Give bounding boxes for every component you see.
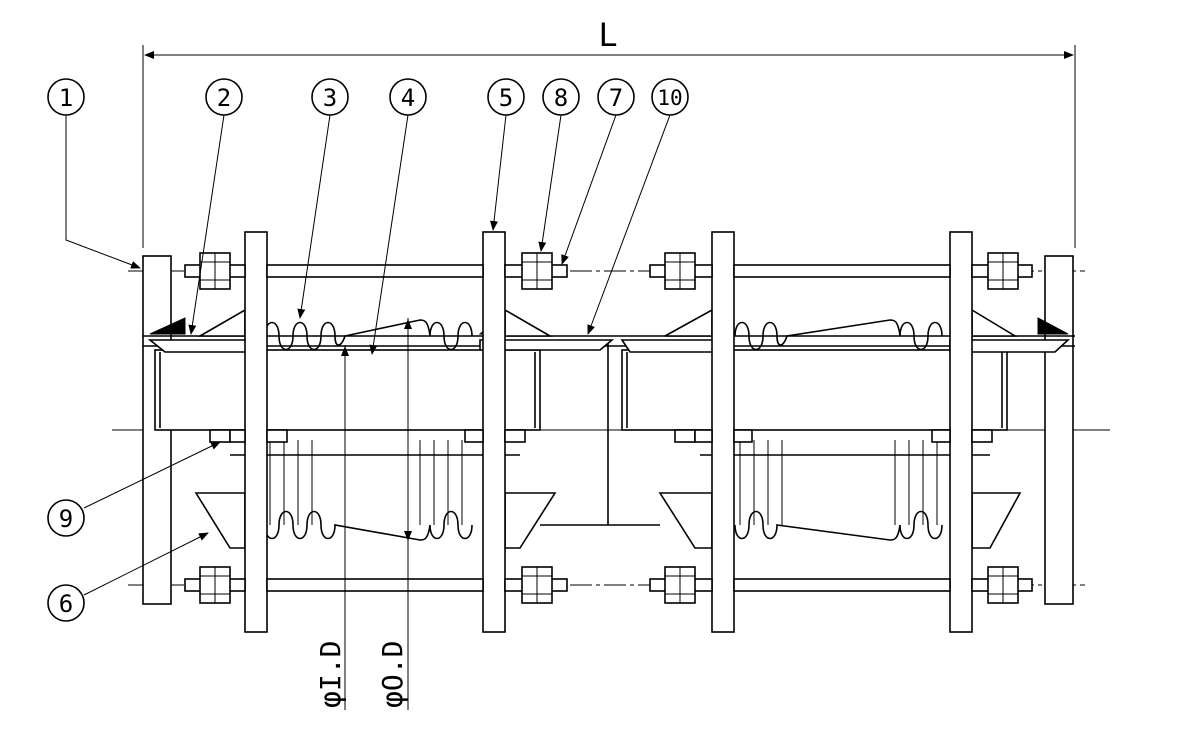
nuts <box>199 252 1019 604</box>
callout-3: 3 <box>323 84 337 112</box>
inner-nuts <box>209 429 993 443</box>
callout-8: 8 <box>554 84 568 112</box>
length-dimension: L <box>142 16 1076 248</box>
bellows <box>230 319 990 541</box>
intermediate-flanges <box>244 231 973 633</box>
callout-2: 2 <box>217 84 231 112</box>
callout-4: 4 <box>401 84 415 112</box>
callout-6: 6 <box>59 590 73 618</box>
callout-5: 5 <box>499 84 513 112</box>
callouts: 1 2 3 4 5 8 7 10 9 6 <box>47 78 689 622</box>
callout-1: 1 <box>59 84 73 112</box>
outer-diameter-label: φO.D <box>376 641 409 708</box>
callout-9: 9 <box>59 505 73 533</box>
length-label: L <box>598 16 617 54</box>
callout-10: 10 <box>657 86 682 110</box>
pipes <box>143 335 1075 526</box>
callout-7: 7 <box>609 84 623 112</box>
diameter-dimensions: φI.D φO.D <box>314 318 412 710</box>
sleeves <box>147 317 1071 353</box>
inner-diameter-label: φI.D <box>314 641 347 708</box>
